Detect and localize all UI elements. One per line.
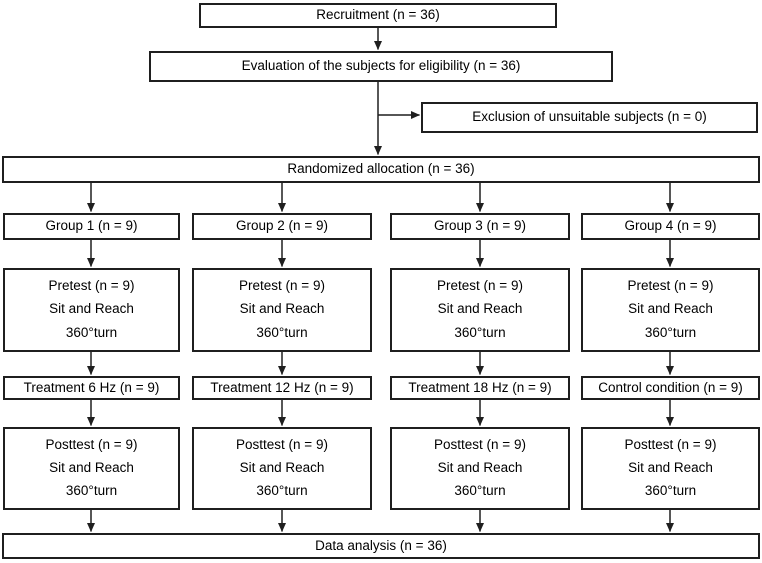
recruitment-box: Recruitment (n = 36) bbox=[199, 3, 557, 28]
treatment-1-box: Treatment 6 Hz (n = 9) bbox=[3, 376, 180, 400]
pretest-measure-sit-and-reach: Sit and Reach bbox=[239, 301, 325, 317]
group-1-box: Group 1 (n = 9) bbox=[3, 213, 180, 240]
treatment-2-box: Treatment 12 Hz (n = 9) bbox=[192, 376, 372, 400]
evaluation-label: Evaluation of the subjects for eligibili… bbox=[241, 58, 521, 74]
pretest-measure-360-turn: 360°turn bbox=[454, 324, 506, 340]
pretest-2-box: Pretest (n = 9) Sit and Reach 360°turn bbox=[192, 268, 372, 352]
treatment-1-label: Treatment 6 Hz (n = 9) bbox=[23, 379, 160, 395]
group-3-box: Group 3 (n = 9) bbox=[390, 213, 570, 240]
treatment-3-label: Treatment 18 Hz (n = 9) bbox=[408, 379, 552, 395]
group-4-box: Group 4 (n = 9) bbox=[581, 213, 760, 240]
posttest-title: Posttest (n = 9) bbox=[624, 437, 717, 452]
treatment-2-label: Treatment 12 Hz (n = 9) bbox=[210, 379, 354, 395]
data-analysis-box: Data analysis (n = 36) bbox=[2, 533, 760, 559]
posttest-4-box: Posttest (n = 9) Sit and Reach 360°turn bbox=[581, 427, 760, 510]
exclusion-label: Exclusion of unsuitable subjects (n = 0) bbox=[472, 109, 707, 125]
posttest-2-box: Posttest (n = 9) Sit and Reach 360°turn bbox=[192, 427, 372, 510]
pretest-title: Pretest (n = 9) bbox=[437, 278, 523, 293]
pretest-1-box: Pretest (n = 9) Sit and Reach 360°turn bbox=[3, 268, 180, 352]
recruitment-label: Recruitment (n = 36) bbox=[316, 7, 440, 23]
pretest-measure-sit-and-reach: Sit and Reach bbox=[437, 301, 523, 317]
group-2-box: Group 2 (n = 9) bbox=[192, 213, 372, 240]
posttest-measure-sit-and-reach: Sit and Reach bbox=[239, 459, 325, 475]
group-2-label: Group 2 (n = 9) bbox=[236, 218, 328, 234]
pretest-title: Pretest (n = 9) bbox=[627, 278, 714, 293]
posttest-measure-360-turn: 360°turn bbox=[256, 482, 308, 498]
evaluation-box: Evaluation of the subjects for eligibili… bbox=[149, 51, 613, 82]
posttest-3-box: Posttest (n = 9) Sit and Reach 360°turn bbox=[390, 427, 570, 510]
control-condition-box: Control condition (n = 9) bbox=[581, 376, 760, 400]
posttest-measure-sit-and-reach: Sit and Reach bbox=[628, 459, 713, 475]
posttest-measure-360-turn: 360°turn bbox=[454, 482, 506, 498]
pretest-measure-360-turn: 360°turn bbox=[65, 324, 118, 340]
control-condition-label: Control condition (n = 9) bbox=[598, 379, 743, 395]
pretest-title: Pretest (n = 9) bbox=[239, 278, 325, 293]
treatment-3-box: Treatment 18 Hz (n = 9) bbox=[390, 376, 570, 400]
group-3-label: Group 3 (n = 9) bbox=[434, 218, 526, 234]
pretest-title: Pretest (n = 9) bbox=[48, 278, 135, 293]
exclusion-box: Exclusion of unsuitable subjects (n = 0) bbox=[421, 102, 758, 133]
posttest-measure-sit-and-reach: Sit and Reach bbox=[437, 459, 523, 475]
pretest-measure-sit-and-reach: Sit and Reach bbox=[49, 301, 134, 317]
group-4-label: Group 4 (n = 9) bbox=[624, 218, 717, 234]
pretest-measure-360-turn: 360°turn bbox=[256, 324, 308, 340]
pretest-3-box: Pretest (n = 9) Sit and Reach 360°turn bbox=[390, 268, 570, 352]
posttest-title: Posttest (n = 9) bbox=[236, 437, 328, 452]
posttest-title: Posttest (n = 9) bbox=[434, 437, 526, 452]
data-analysis-label: Data analysis (n = 36) bbox=[315, 537, 447, 553]
posttest-1-box: Posttest (n = 9) Sit and Reach 360°turn bbox=[3, 427, 180, 510]
pretest-4-box: Pretest (n = 9) Sit and Reach 360°turn bbox=[581, 268, 760, 352]
posttest-measure-360-turn: 360°turn bbox=[65, 482, 118, 498]
posttest-measure-360-turn: 360°turn bbox=[644, 482, 697, 498]
group-1-label: Group 1 (n = 9) bbox=[45, 218, 138, 234]
posttest-measure-sit-and-reach: Sit and Reach bbox=[49, 459, 134, 475]
pretest-measure-360-turn: 360°turn bbox=[644, 324, 697, 340]
randomized-allocation-label: Randomized allocation (n = 36) bbox=[287, 161, 475, 177]
randomized-allocation-box: Randomized allocation (n = 36) bbox=[2, 156, 760, 183]
posttest-title: Posttest (n = 9) bbox=[45, 437, 138, 452]
pretest-measure-sit-and-reach: Sit and Reach bbox=[628, 301, 713, 317]
